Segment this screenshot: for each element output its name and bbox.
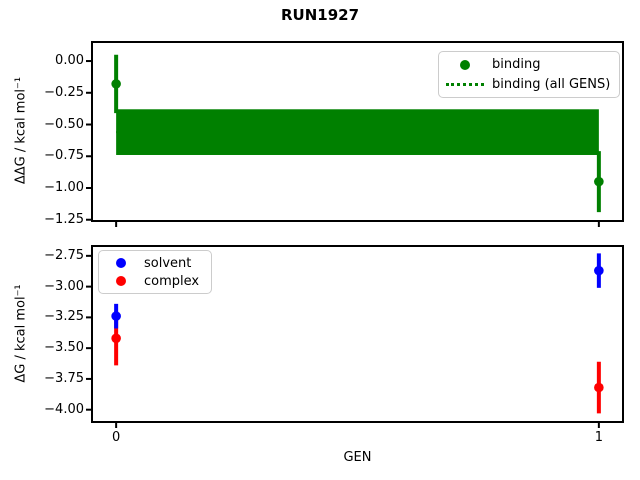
circle-marker-icon — [460, 59, 470, 70]
x-tick-label: 0 — [111, 430, 121, 445]
y-tick-label: −3.00 — [44, 278, 84, 294]
figure-title: RUN1927 — [280, 6, 360, 24]
circle-marker-icon — [116, 276, 126, 286]
circle-marker-icon — [116, 258, 126, 268]
y-tick-label: 0.00 — [55, 53, 84, 69]
x-axis-label: GEN — [343, 450, 372, 465]
y-tick-label: −3.50 — [44, 340, 84, 356]
legend-label: solvent — [144, 255, 192, 271]
y-tick-label: −1.25 — [44, 211, 84, 227]
legend-label: binding — [492, 57, 541, 73]
legend-entry-solvent: solvent — [106, 254, 203, 272]
x-tick-label: 1 — [594, 430, 603, 445]
legend-handle — [106, 258, 136, 268]
legend-label: complex — [144, 273, 200, 289]
legend-handle — [446, 59, 484, 70]
legend-entry-complex: complex — [106, 272, 203, 290]
y-axis-label-top: ΔΔG / kcal mol⁻¹ — [13, 76, 29, 185]
y-tick-label: −0.25 — [44, 84, 84, 100]
y-axis-label-bottom: ΔG / kcal mol⁻¹ — [13, 284, 29, 383]
legend-entry-binding-all-gens-: binding (all GENS) — [446, 75, 611, 94]
marker-solvent-gen0 — [111, 311, 121, 321]
legend-binding: binding binding (all GENS) — [438, 51, 620, 98]
y-tick-label: −3.25 — [44, 309, 84, 325]
legend-handle — [106, 276, 136, 286]
legend-handle — [446, 82, 484, 86]
marker-binding-gen0 — [111, 79, 121, 89]
y-tick-label: −1.00 — [44, 179, 84, 195]
y-tick-label: −3.75 — [44, 370, 84, 386]
legend-entry-binding: binding — [446, 55, 611, 74]
marker-complex-gen0 — [111, 333, 121, 344]
y-tick-label: −0.75 — [44, 148, 84, 164]
legend-label: binding (all GENS) — [492, 76, 611, 92]
marker-binding-gen1 — [594, 176, 604, 187]
axes-frame — [91, 245, 624, 423]
marker-complex-gen1 — [594, 382, 604, 393]
axes-frame — [91, 41, 624, 222]
dotted-line-icon — [446, 82, 484, 86]
legend-dg: solvent complex — [98, 250, 212, 294]
y-tick-label: −0.50 — [44, 116, 84, 132]
y-tick-label: −4.00 — [44, 401, 84, 417]
y-tick-label: −2.75 — [44, 247, 84, 263]
marker-solvent-gen1 — [594, 265, 604, 276]
